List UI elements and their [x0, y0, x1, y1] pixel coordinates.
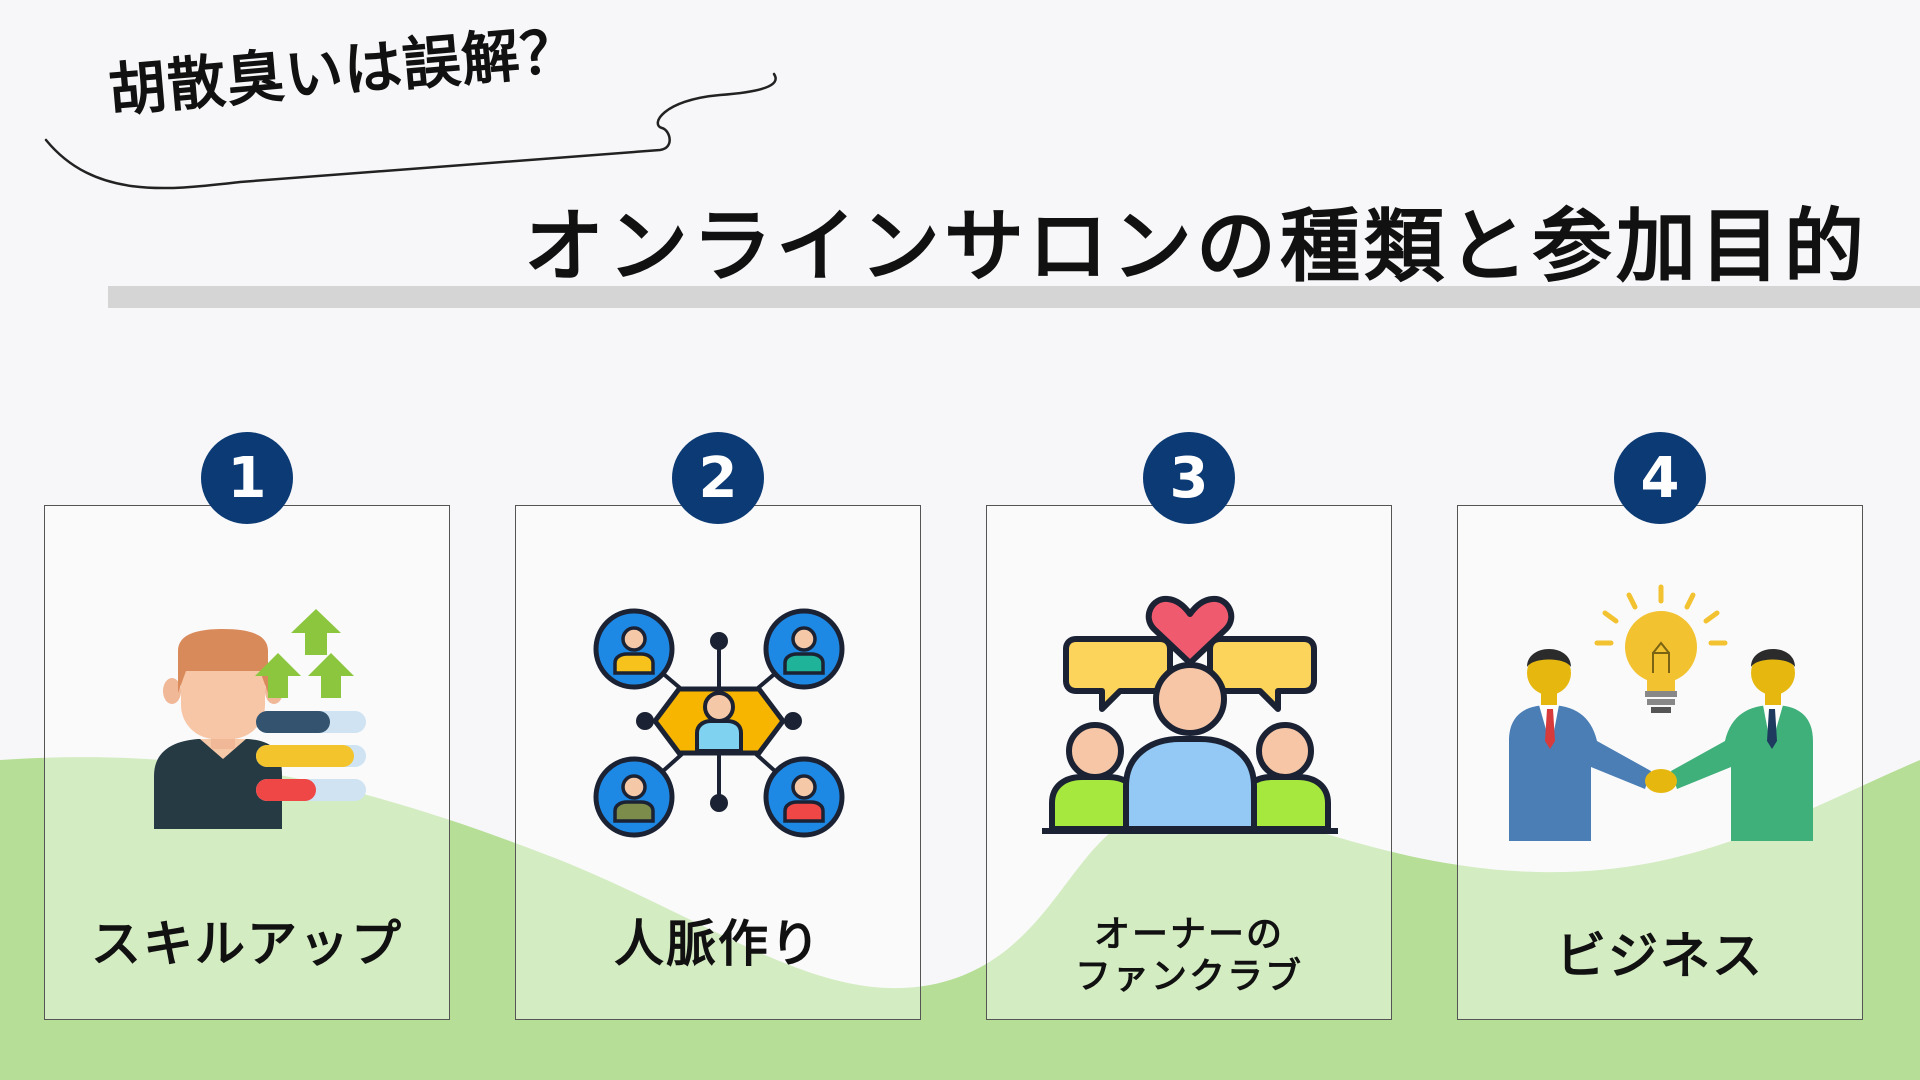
card-business: ビジネス: [1457, 505, 1863, 1020]
skill-up-icon: [154, 609, 366, 829]
card-skill-up: スキルアップ: [44, 505, 450, 1020]
badge-number-2: 2: [672, 432, 764, 524]
badge-number-3: 3: [1143, 432, 1235, 524]
card-label: スキルアップ: [91, 915, 403, 973]
title-divider: [108, 286, 1920, 308]
fan-club-icon: [1042, 595, 1338, 834]
card-label: オーナーの ファンクラブ: [987, 914, 1391, 998]
card-label: ビジネス: [1556, 927, 1764, 985]
business-handshake-icon: [1509, 584, 1813, 841]
card-label: 人脈作り: [614, 915, 822, 973]
badge-number-1: 1: [201, 432, 293, 524]
card-label-line1: オーナーの: [1093, 914, 1284, 955]
card-networking: 人脈作り: [515, 505, 921, 1020]
card-fan-club: オーナーの ファンクラブ: [986, 505, 1392, 1020]
card-label-line2: ファンクラブ: [1074, 956, 1303, 997]
page-title: オンラインサロンの種類と参加目的: [524, 200, 1868, 293]
network-icon: [593, 608, 845, 838]
badge-number-4: 4: [1614, 432, 1706, 524]
